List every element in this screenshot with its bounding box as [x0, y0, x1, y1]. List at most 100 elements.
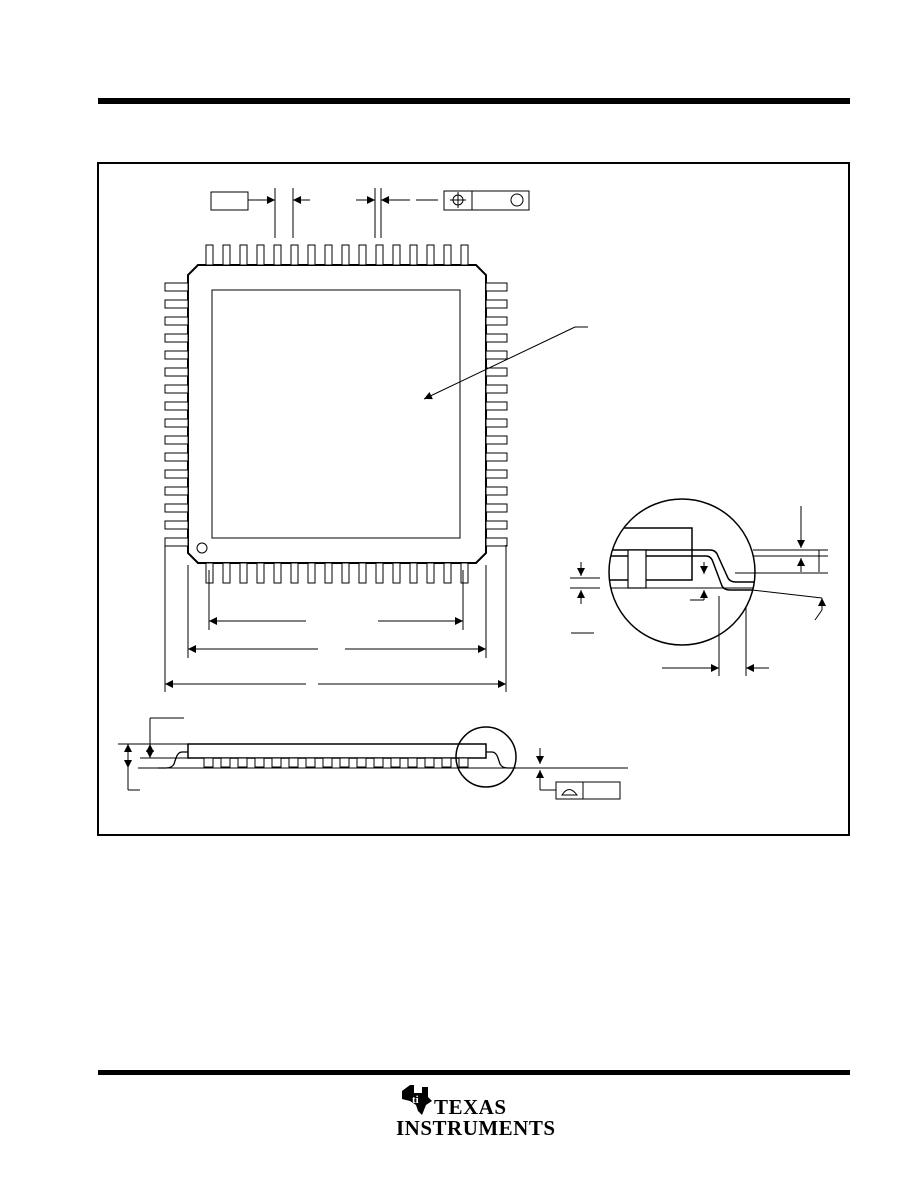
lead — [203, 757, 214, 768]
lead — [307, 562, 316, 584]
lead — [164, 350, 189, 360]
lead — [485, 299, 508, 309]
lead — [164, 299, 189, 309]
lead — [485, 469, 508, 479]
lead — [485, 520, 508, 530]
ti-state-logo-icon: ti — [402, 1085, 432, 1115]
lead — [358, 244, 367, 266]
lead — [390, 757, 401, 768]
package-side-view — [118, 717, 628, 800]
lead — [356, 757, 367, 768]
lead — [341, 562, 350, 584]
profile-icon — [561, 789, 578, 796]
lead — [273, 562, 282, 584]
lead — [460, 244, 469, 266]
lead — [290, 244, 299, 266]
position-tolerance-box — [443, 190, 530, 211]
lead — [164, 401, 189, 411]
lead-pitch-box — [210, 191, 249, 211]
lead — [392, 244, 401, 266]
lead — [373, 757, 384, 768]
lead — [290, 562, 299, 584]
lead — [271, 757, 282, 768]
lead — [341, 244, 350, 266]
lead — [375, 244, 384, 266]
lead — [407, 757, 418, 768]
lead — [409, 562, 418, 584]
lead — [485, 350, 508, 360]
lead — [441, 757, 452, 768]
left-leads — [164, 282, 189, 547]
pin1-indicator — [196, 542, 208, 554]
package-body-outline — [187, 264, 487, 564]
lead — [324, 562, 333, 584]
lead — [339, 757, 350, 768]
lead — [358, 562, 367, 584]
lead — [164, 486, 189, 496]
lead — [205, 244, 214, 266]
lead — [485, 401, 508, 411]
lead — [409, 244, 418, 266]
lead — [239, 562, 248, 584]
lead — [239, 244, 248, 266]
lead — [307, 244, 316, 266]
lead — [305, 757, 316, 768]
lead — [164, 333, 189, 343]
lead — [164, 537, 189, 547]
coplanarity-box — [555, 781, 621, 800]
body-width-dimensions — [164, 545, 507, 692]
package-top-view — [187, 264, 487, 564]
right-leads — [485, 282, 508, 547]
lead — [485, 282, 508, 292]
lead — [485, 384, 508, 394]
lead — [164, 384, 189, 394]
lead — [254, 757, 265, 768]
lead — [222, 244, 231, 266]
header-rule — [98, 98, 850, 104]
lead — [324, 244, 333, 266]
package-inner-outline — [211, 289, 461, 539]
lead — [164, 503, 189, 513]
lead — [164, 435, 189, 445]
lead — [164, 469, 189, 479]
lead — [164, 282, 189, 292]
lead — [458, 757, 469, 768]
company-name-line1: TEXAS — [434, 1095, 507, 1119]
company-name-line2: INSTRUMENTS — [396, 1116, 556, 1140]
lead — [485, 316, 508, 326]
lead — [256, 244, 265, 266]
lead — [322, 757, 333, 768]
lead — [485, 367, 508, 377]
lead — [375, 562, 384, 584]
bottom-leads — [205, 562, 469, 584]
lead — [164, 520, 189, 530]
svg-text:ti: ti — [412, 1094, 419, 1106]
lead — [426, 244, 435, 266]
lead — [220, 757, 231, 768]
footer-rule — [98, 1070, 850, 1075]
lead — [485, 486, 508, 496]
lead — [392, 562, 401, 584]
lead — [426, 562, 435, 584]
mmc-circle-icon — [510, 193, 524, 207]
lead — [485, 537, 508, 547]
lead — [485, 435, 508, 445]
lead — [222, 562, 231, 584]
lead — [164, 367, 189, 377]
lead — [256, 562, 265, 584]
lead — [424, 757, 435, 768]
lead — [164, 452, 189, 462]
lead — [273, 244, 282, 266]
lead — [288, 757, 299, 768]
lead — [443, 244, 452, 266]
top-leads — [205, 244, 469, 266]
lead — [164, 316, 189, 326]
lead — [164, 418, 189, 428]
ti-logo: ti TEXAS INSTRUMENTS — [396, 1083, 556, 1143]
lead-detail-view — [570, 498, 828, 676]
drawing-frame — [97, 162, 850, 836]
lead — [485, 503, 508, 513]
lead — [485, 418, 508, 428]
lead — [443, 562, 452, 584]
